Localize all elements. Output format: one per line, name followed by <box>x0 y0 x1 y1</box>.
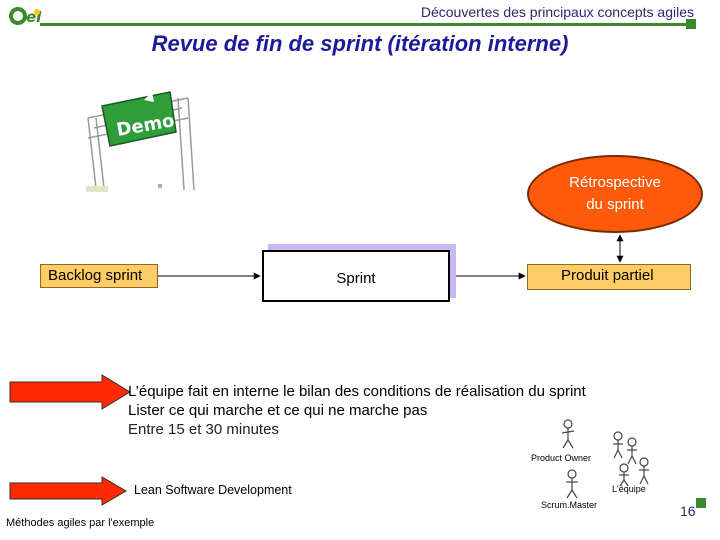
partial-product-box: Produit partiel <box>527 264 691 290</box>
bullet-line-1: L’équipe fait en interne le bilan des co… <box>128 383 586 400</box>
bullet-arrow-2 <box>9 476 127 506</box>
presentation-topic: Découvertes des principaux concepts agil… <box>420 4 694 20</box>
backlog-sprint-box: Backlog sprint <box>40 264 158 288</box>
team-label: L'équipe <box>612 484 646 494</box>
scrum-master-label: Scrum.Master <box>541 500 598 510</box>
team-figure-4 <box>619 463 629 487</box>
bullet-line-3: Entre 15 et 30 minutes <box>128 421 279 438</box>
team-figure-2 <box>627 437 637 465</box>
team-figure-1 <box>613 431 623 459</box>
page-number: 16 <box>680 503 696 519</box>
product-owner-figure <box>561 419 575 449</box>
footer-divider-cap <box>696 498 706 508</box>
header-divider <box>40 23 688 26</box>
bullet-line-2: Lister ce qui marche et ce qui ne marche… <box>128 402 428 419</box>
retrospective-label: Rétrospective du sprint <box>569 174 661 213</box>
header-divider-cap <box>686 19 696 29</box>
team-figure-3 <box>639 457 649 485</box>
lean-software-link[interactable]: Lean Software Development <box>134 483 292 497</box>
sprint-box: Sprint <box>262 250 450 302</box>
bullet-arrow-1 <box>9 374 131 410</box>
product-owner-label: Product Owner <box>531 453 592 463</box>
footer-text: Méthodes agiles par l'exemple <box>6 517 155 529</box>
bullet-text: L’équipe fait en interne le bilan des co… <box>128 382 586 439</box>
scrum-roles-illustration <box>561 419 649 499</box>
scrum-master-figure <box>566 469 578 499</box>
sprint-label: Sprint <box>336 269 376 287</box>
slide-title: Revue de fin de sprint (itération intern… <box>151 31 569 56</box>
retrospective-ellipse: Rétrospective du sprint <box>527 155 703 233</box>
company-logo: eI <box>9 7 42 26</box>
demo-sign-image: Demo <box>80 88 210 196</box>
